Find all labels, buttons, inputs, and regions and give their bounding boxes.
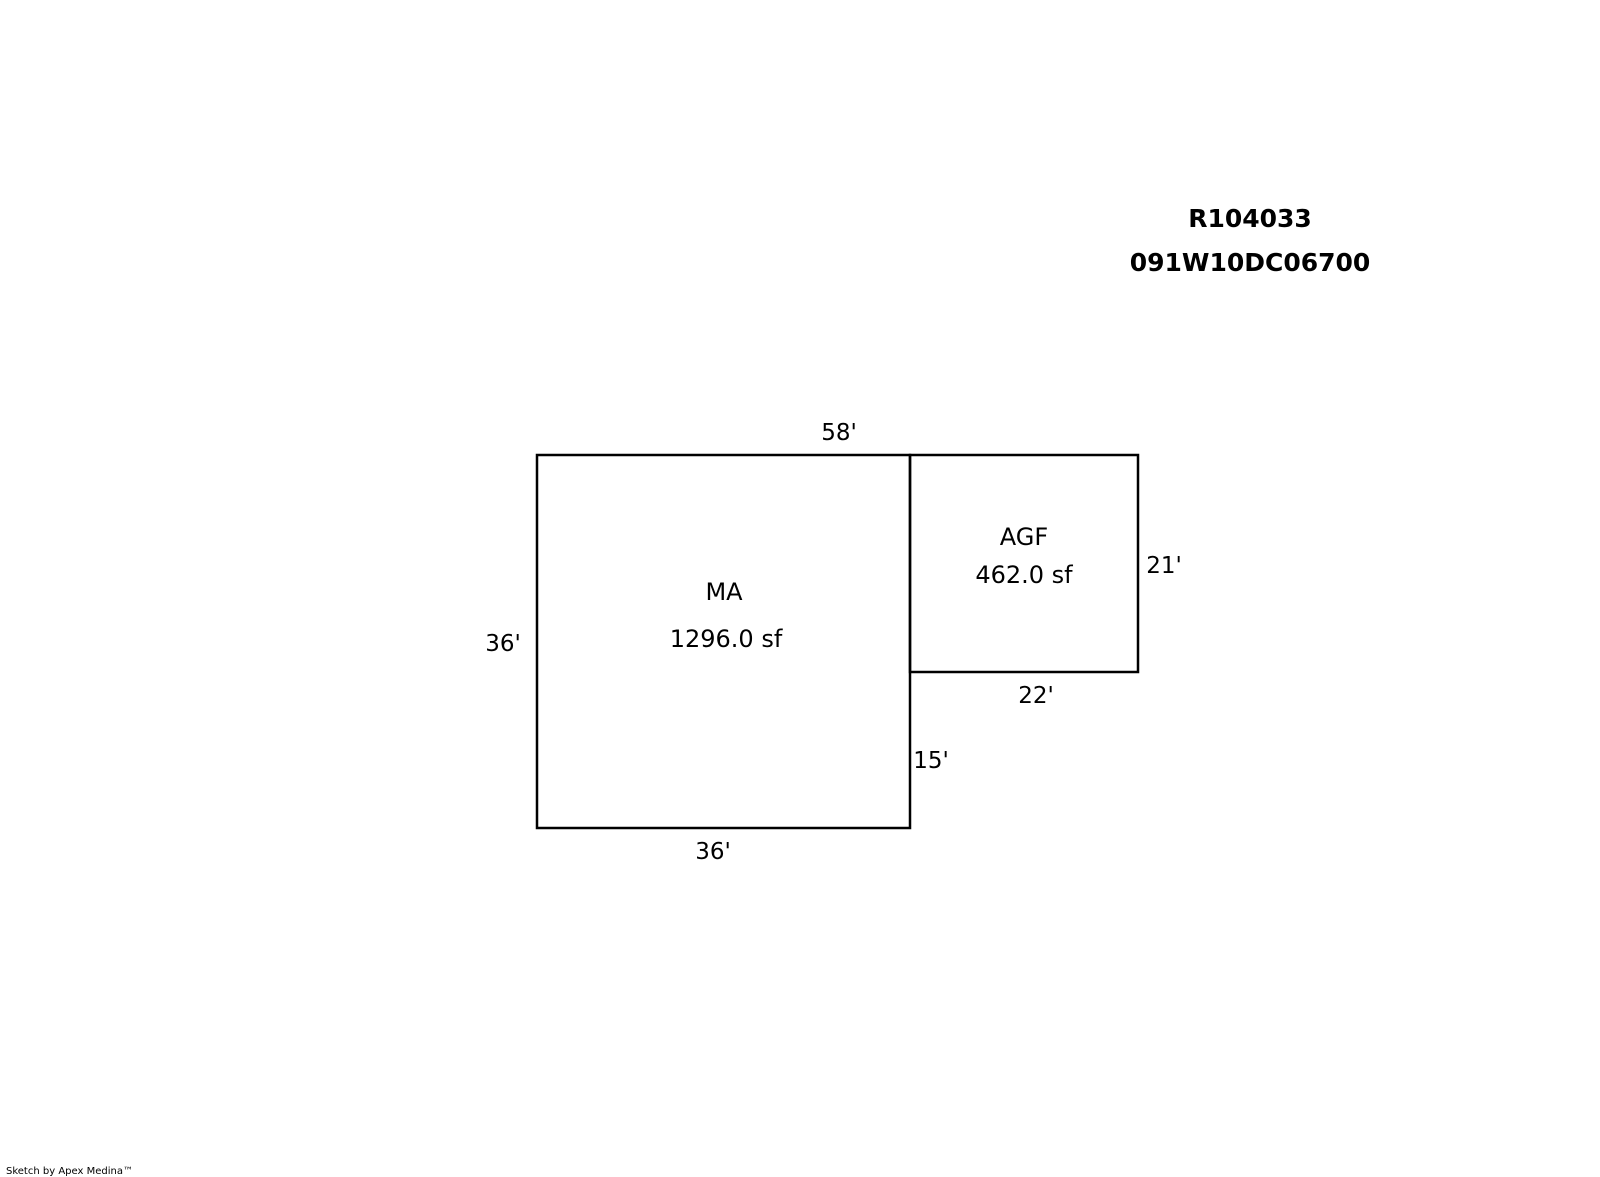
ma-area-label: 1296.0 sf — [670, 625, 783, 653]
sketch-credit: Sketch by Apex Medina™ — [6, 1166, 133, 1177]
dimension-bottom: 36' — [695, 839, 731, 865]
dimension-left: 36' — [485, 631, 521, 657]
dimension-ma-right-lower: 15' — [913, 748, 949, 774]
map-number: 091W10DC06700 — [1129, 248, 1371, 277]
dimension-agf-bottom: 22' — [1018, 683, 1054, 709]
agf-code-label: AGF — [1000, 523, 1048, 551]
parcel-id: R104033 — [1188, 204, 1312, 233]
ma-code-label: MA — [705, 578, 743, 606]
agf-area-label: 462.0 sf — [975, 561, 1073, 589]
agf-outline — [908, 453, 1140, 674]
dimension-agf-right: 21' — [1146, 553, 1182, 579]
dimension-top: 58' — [821, 420, 857, 446]
